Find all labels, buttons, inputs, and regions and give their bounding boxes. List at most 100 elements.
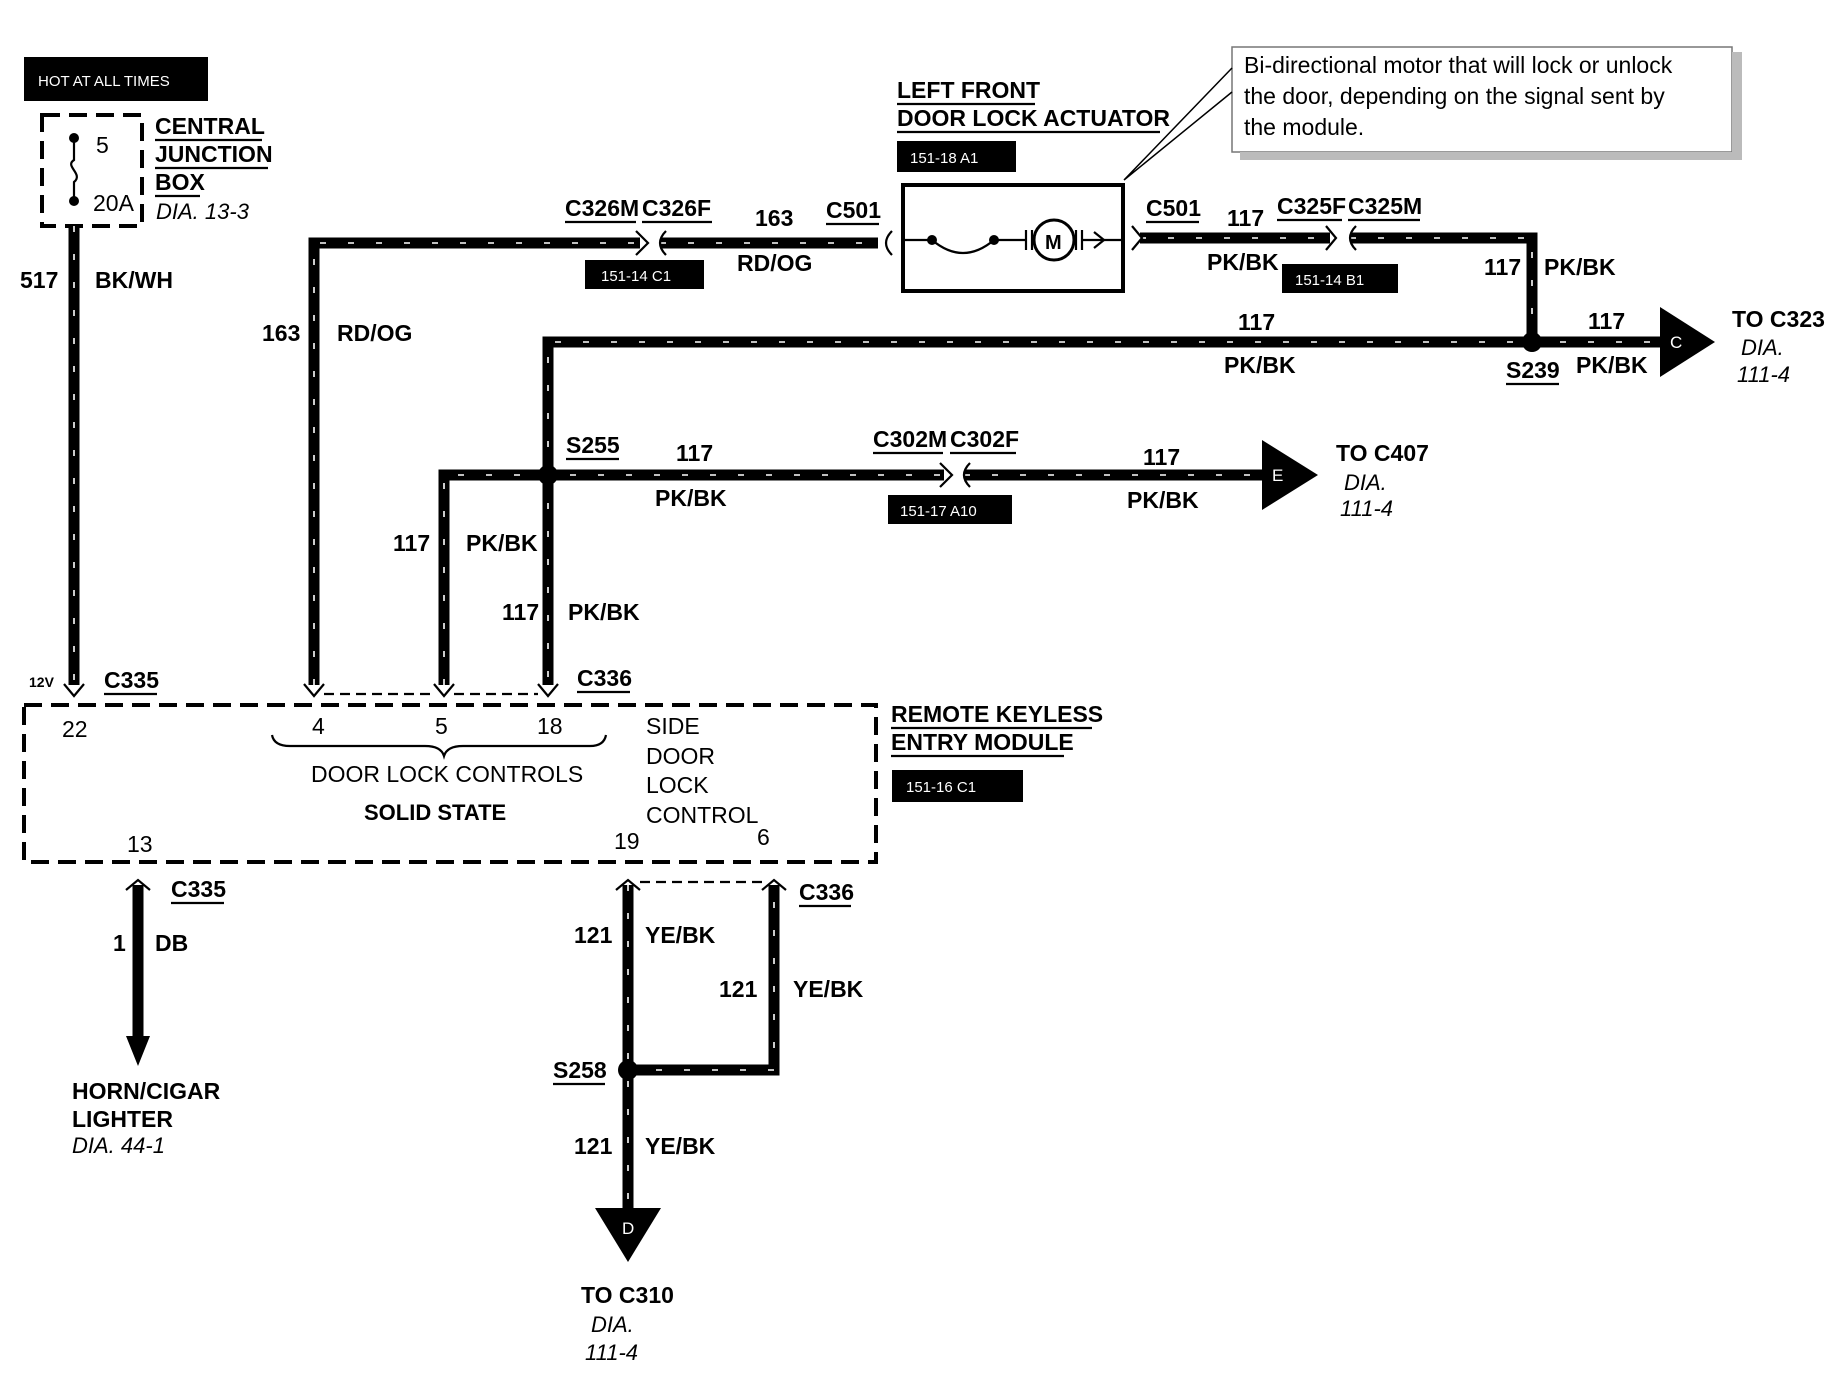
module-solid-state: SOLID STATE [364,800,506,825]
arrow-e [1262,440,1318,510]
splice-s239: S239 [1506,357,1560,383]
wire-117-right-vert-color: PK/BK [1544,254,1616,280]
module-side-3: LOCK [646,772,709,798]
callout-box [1123,46,1742,181]
connector-c302f: C302F [950,426,1019,452]
connector-c336-bottom: C336 [799,879,854,905]
dest-c-page: 111-4 [1737,362,1790,387]
horn-label-1: HORN/CIGAR [72,1078,221,1104]
motor-label: M [1045,232,1062,254]
module-side-2: DOOR [646,743,715,769]
wire-163-vert-color: RD/OG [337,320,412,346]
central-junction-box-outline [40,113,144,228]
splice-s258: S258 [553,1057,607,1083]
connector-c501-left: C501 [826,197,881,223]
connector-c326-ref: 151-14 C1 [601,268,671,285]
actuator-ref-box [897,141,1016,172]
connector-c501-right-symbol [1131,225,1144,251]
module-pin-13: 13 [127,831,153,857]
horn-label-2: LIGHTER [72,1106,173,1132]
wire-117-mid [438,469,1270,685]
wire-117-right-top-circuit: 117 [1227,205,1264,231]
wire-121-c-circuit: 121 [574,1133,613,1159]
connector-c335-top-pins [63,683,85,698]
junction-box-ref: DIA. 13-3 [156,199,250,224]
splice-s255: S255 [566,432,620,458]
fuse-number: 5 [96,132,109,158]
fuse-symbol [69,133,79,206]
actuator-ref: 151-18 A1 [910,150,978,167]
wire-117-to-c-circuit: 117 [1588,308,1625,334]
connector-c336-top-pins [303,683,559,698]
connector-c336-bottom-pins [615,878,787,891]
hot-at-all-times-banner [24,57,208,101]
connector-c501-right: C501 [1146,195,1201,221]
splice-s255-dot [538,465,558,485]
wire-121 [622,885,780,1215]
connector-c325-symbol [1325,225,1357,251]
wire-121-c-color: YE/BK [645,1133,716,1159]
wire-163-top-circuit: 163 [755,205,793,231]
connector-c325-ref-box [1282,264,1398,293]
dest-e-dia: DIA. [1344,470,1387,495]
connector-c325m: C325M [1348,193,1422,219]
pin-group-brace [270,734,608,760]
wire-163-top-color: RD/OG [737,250,812,276]
horn-ref: DIA. 44-1 [72,1133,165,1158]
dest-c-to: TO C323 [1732,306,1825,332]
wire-1 [126,885,150,1066]
connector-c302-ref: 151-17 A10 [900,503,977,520]
motor-icon [1032,218,1076,262]
wire-117-long-color: PK/BK [1224,352,1296,378]
splice-s258-dot [618,1060,638,1080]
module-pin-18: 18 [537,713,563,739]
wire-117-actuator-return [1140,232,1538,342]
connector-c326-symbol [635,230,667,256]
module-pin-19: 19 [614,828,640,854]
wire-1-color: DB [155,930,188,956]
module-title-1: REMOTE KEYLESS [891,701,1103,727]
wire-117-mid-left-color: PK/BK [655,485,727,511]
actuator-internal-circuit [903,218,1123,262]
fuse-rating: 20A [93,190,135,216]
connector-c501-left-symbol [884,230,893,256]
connector-c325-ref: 151-14 B1 [1295,272,1364,289]
wire-121-a-color: YE/BK [645,922,716,948]
module-side-1: SIDE [646,713,700,739]
module-side-4: CONTROL [646,802,759,828]
dest-e-page: 111-4 [1340,496,1393,521]
wire-117-vert18-color: PK/BK [568,599,640,625]
connector-c326f: C326F [642,195,711,221]
junction-box-name-3: BOX [155,169,206,195]
splice-s239-dot [1522,332,1542,352]
module-pin-6: 6 [757,824,770,850]
wire-163-vert-circuit: 163 [262,320,300,346]
dest-d-to: TO C310 [581,1282,674,1308]
wire-117-mid-left-circuit: 117 [676,440,713,466]
connector-c335-bottom: C335 [171,876,226,902]
wire-1-circuit: 1 [113,930,126,956]
callout-line-1: Bi-directional motor that will lock or u… [1244,52,1673,78]
wire-117-mid-right-circuit: 117 [1143,444,1180,470]
connector-c302m: C302M [873,426,947,452]
module-title-2: ENTRY MODULE [891,729,1074,755]
module-voltage: 12V [29,674,55,690]
arrow-e-letter: E [1272,466,1283,485]
dest-d-dia: DIA. [591,1312,634,1337]
wire-517-circuit: 517 [20,267,58,293]
wire-117-mid-right-color: PK/BK [1127,487,1199,513]
wire-117-to-c-color: PK/BK [1576,352,1648,378]
arrow-d-letter: D [622,1219,634,1238]
actuator-box [901,183,1125,293]
wire-117-vert18-circuit: 117 [502,599,539,625]
arrow-d [595,1208,661,1262]
dest-e-to: TO C407 [1336,440,1429,466]
connector-c302-symbol [939,462,971,488]
connector-c302-ref-box [888,495,1012,524]
module-pin-22: 22 [62,716,88,742]
dest-d-page: 111-4 [585,1340,638,1365]
wire-117-long-circuit: 117 [1238,309,1275,335]
wire-517-color: BK/WH [95,267,173,293]
wire-117-vert5-color: PK/BK [466,530,538,556]
module-pin-5: 5 [435,713,448,739]
